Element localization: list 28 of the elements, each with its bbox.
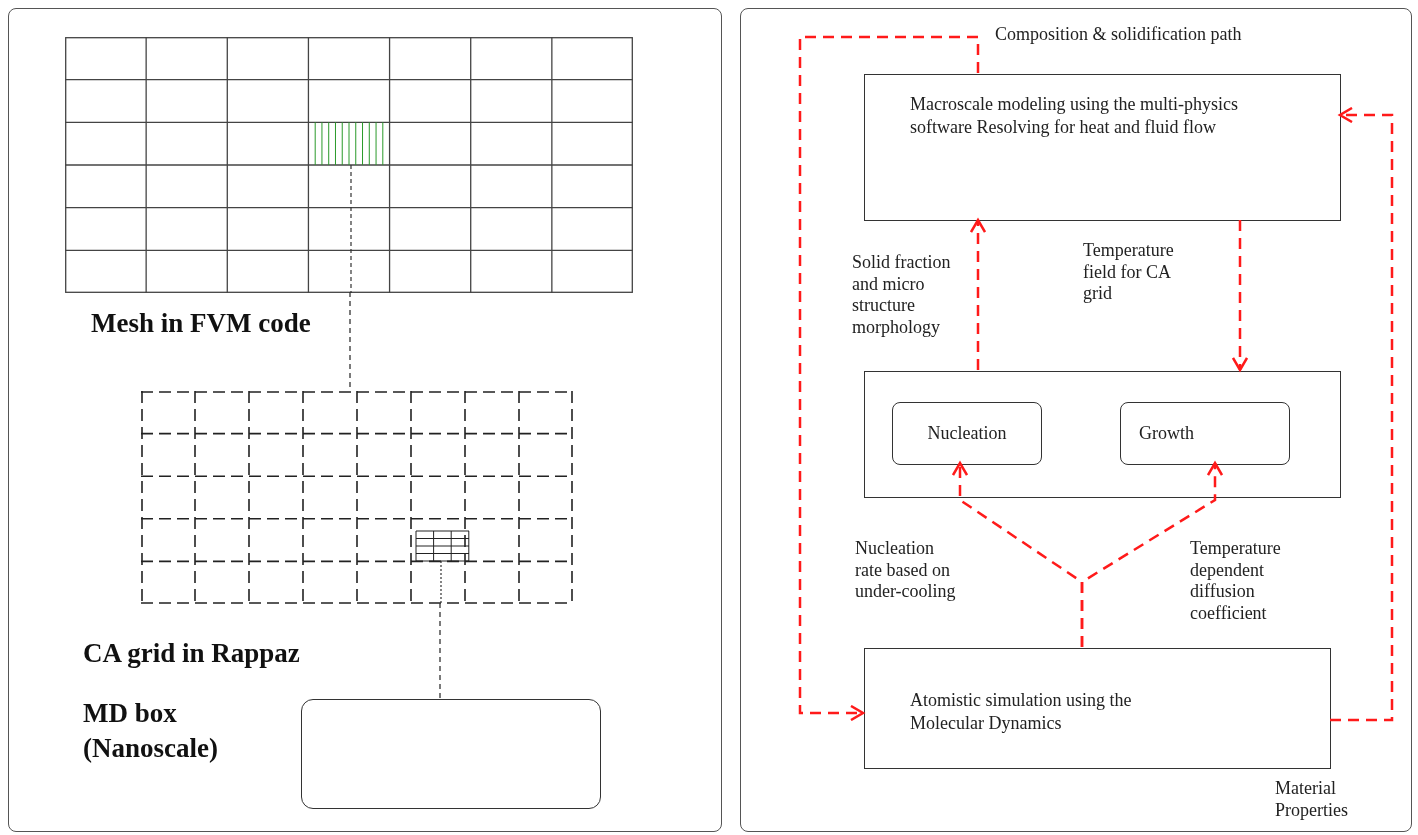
connector-arrow bbox=[1330, 106, 1394, 722]
process-box bbox=[1120, 402, 1290, 465]
connector-arrow bbox=[1231, 220, 1249, 372]
edge-label: Temperature field for CA grid bbox=[1083, 240, 1175, 305]
edge-label: Nucleation rate based on under-cooling bbox=[855, 538, 957, 603]
process-box bbox=[864, 371, 1341, 498]
panel bbox=[8, 8, 722, 832]
node-text: Atomistic simulation using the Molecular Dynamics bbox=[910, 689, 1133, 734]
edge-label: Composition & solidification path bbox=[995, 24, 1243, 46]
edge-label: Solid fraction and micro structure morphology bbox=[852, 252, 952, 339]
grid-caption: Mesh in FVM code bbox=[91, 307, 312, 340]
connector-arrow bbox=[798, 35, 980, 722]
process-box bbox=[864, 74, 1341, 221]
process-box bbox=[892, 402, 1042, 465]
edge-label: Material Properties bbox=[1275, 778, 1349, 822]
node-text: Growth bbox=[1139, 422, 1194, 445]
md-box bbox=[301, 699, 601, 809]
grid-caption: MD box (Nanoscale) bbox=[83, 697, 219, 766]
process-box bbox=[864, 648, 1331, 769]
edge-label: Temperature dependent diffusion coefficient bbox=[1190, 538, 1282, 625]
grid-caption: CA grid in Rappaz bbox=[83, 637, 301, 670]
ca-grid bbox=[141, 391, 573, 604]
mesh-grid bbox=[65, 37, 633, 293]
node-text: Nucleation bbox=[927, 422, 1007, 445]
panel bbox=[740, 8, 1412, 832]
connector-arrow bbox=[969, 218, 987, 370]
connector-arrow bbox=[1080, 461, 1224, 647]
node-text: Macroscale modeling using the multi-physics software Resolving for heat and fluid flow bbox=[910, 93, 1239, 138]
